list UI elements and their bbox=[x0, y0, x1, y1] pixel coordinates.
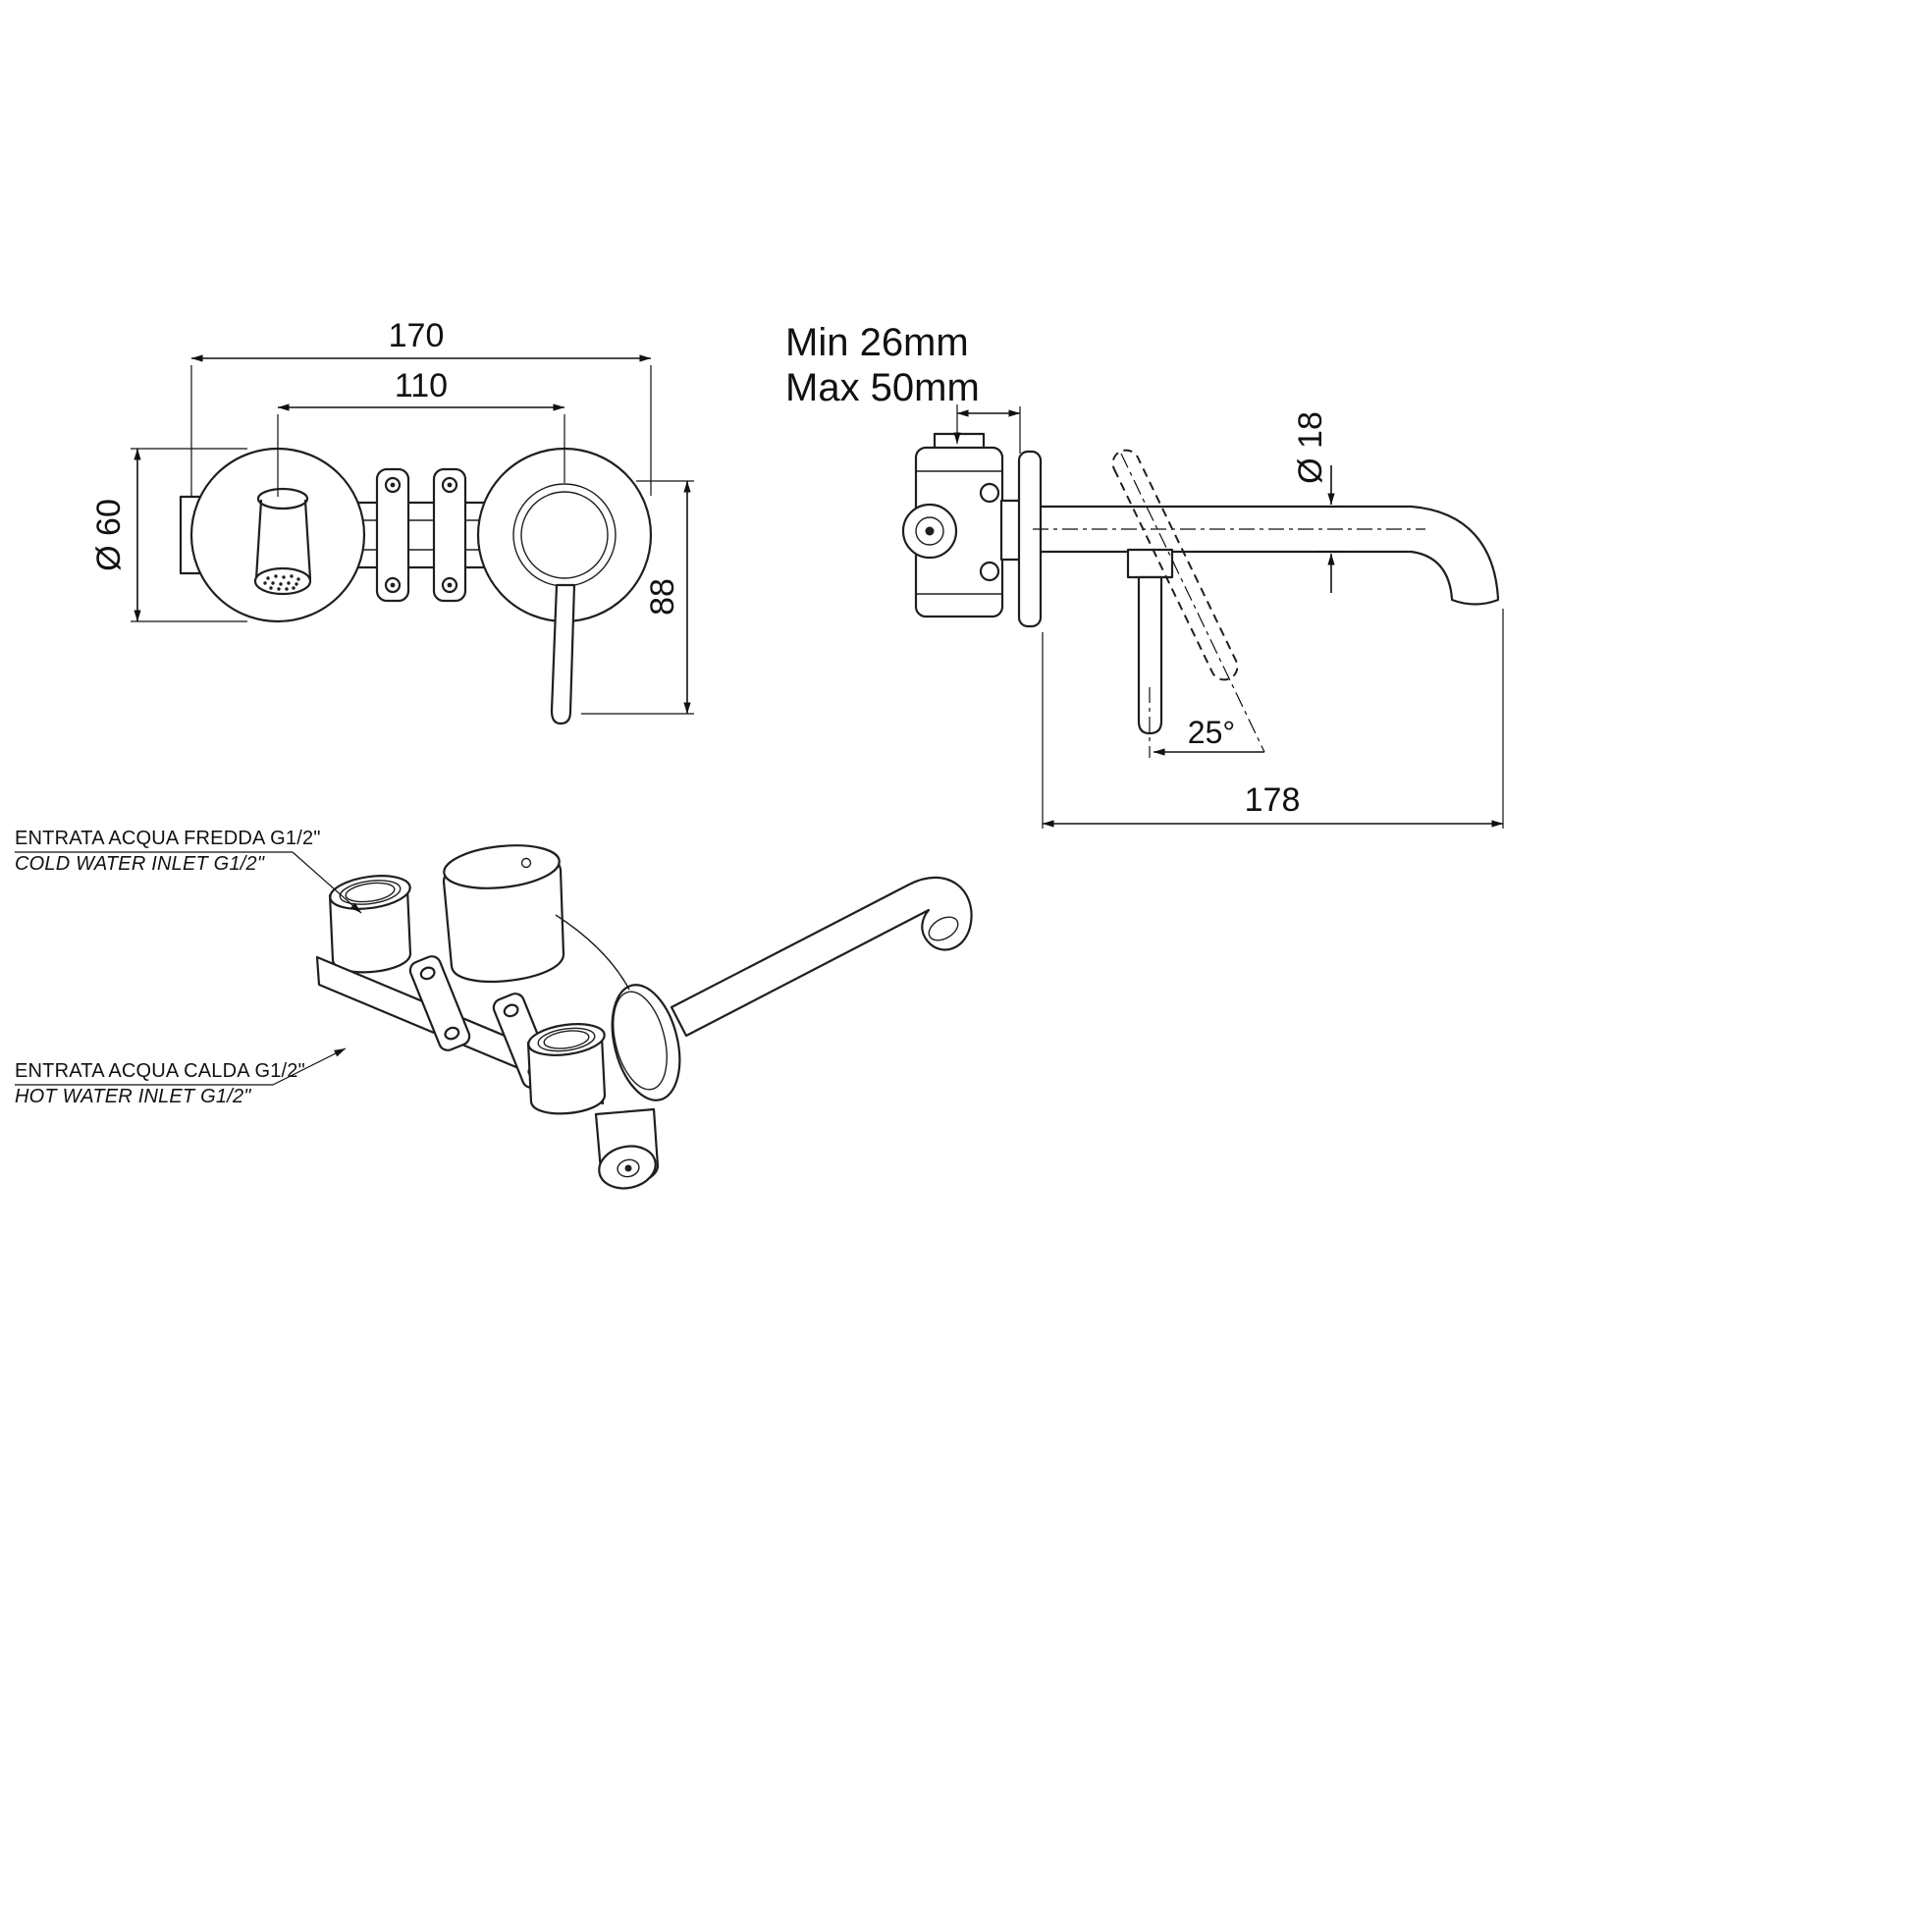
iso-escutcheon bbox=[611, 984, 681, 1101]
front-view-dimensions: 170 110 Ø 60 88 bbox=[90, 317, 694, 715]
iso-hot-inlet bbox=[526, 1023, 607, 1115]
hot-inlet-label-it: ENTRATA ACQUA CALDA G1/2" bbox=[15, 1060, 305, 1082]
iso-view-labels: ENTRATA ACQUA FREDDA G1/2" COLD WATER IN… bbox=[15, 828, 362, 1107]
cold-inlet-label-it: ENTRATA ACQUA FREDDA G1/2" bbox=[15, 828, 321, 849]
dim-25deg: 25° bbox=[1188, 715, 1235, 750]
mounting-lug-left bbox=[375, 467, 410, 603]
iso-view bbox=[315, 844, 973, 1190]
iso-spout bbox=[670, 876, 973, 1038]
dim-d60: Ø 60 bbox=[90, 499, 128, 571]
iso-lower-outlet bbox=[594, 1107, 660, 1190]
cold-inlet-label-en: COLD WATER INLET G1/2" bbox=[15, 853, 265, 875]
plate-screw-top bbox=[979, 482, 1000, 504]
front-view bbox=[179, 447, 653, 725]
dim-170: 170 bbox=[389, 317, 445, 354]
wall-plate-side bbox=[1017, 450, 1043, 628]
dim-d18: Ø 18 bbox=[1292, 411, 1329, 484]
spout-side bbox=[1033, 505, 1500, 606]
valve-inlet-side bbox=[901, 503, 958, 560]
spout-front bbox=[253, 487, 312, 596]
iso-lug-left bbox=[408, 955, 471, 1051]
hot-inlet-label-en: HOT WATER INLET G1/2" bbox=[15, 1086, 251, 1107]
iso-spout-rim bbox=[928, 916, 959, 941]
handle-base-inner bbox=[520, 491, 609, 579]
inwall-bar bbox=[344, 501, 499, 569]
dim-178: 178 bbox=[1245, 781, 1301, 819]
handle-lever-side bbox=[1137, 575, 1163, 735]
cold-leader bbox=[292, 851, 362, 914]
open-handle-axis bbox=[1120, 453, 1265, 753]
dim-110: 110 bbox=[395, 367, 448, 404]
handle-lever-open-dashed bbox=[1111, 449, 1239, 681]
depth-min-label: Min 26mm bbox=[785, 321, 969, 364]
depth-max-label: Max 50mm bbox=[785, 366, 980, 409]
iso-cartridge-housing bbox=[442, 844, 630, 991]
side-view-dimensions: Min 26mm Max 50mm Ø 18 25° 178 bbox=[785, 321, 1504, 829]
hot-leader bbox=[272, 1047, 347, 1086]
cartridge-neck bbox=[999, 499, 1022, 562]
dim-88: 88 bbox=[644, 578, 681, 616]
mounting-lug-right bbox=[432, 467, 467, 603]
side-view bbox=[901, 432, 1500, 758]
handle-mount-block bbox=[1126, 548, 1174, 579]
handle-lever-front bbox=[550, 583, 576, 725]
iso-cold-inlet bbox=[328, 875, 412, 974]
plate-screw-bottom bbox=[979, 561, 1000, 582]
aerator-dots bbox=[263, 574, 300, 591]
